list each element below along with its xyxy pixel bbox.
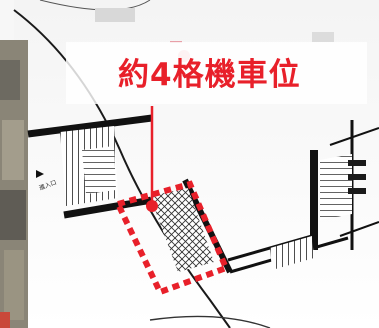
location-dot-icon [146,200,158,212]
parking-callout-label: 約4格機車位 [118,57,301,93]
stairs-hatch-icon [60,126,118,206]
parking-highlight-outline [113,180,231,296]
callout-background [66,42,367,104]
motorcycle-parking-area [150,188,214,272]
entrance-arrow-icon [36,170,44,178]
left-photo-strip [0,40,28,328]
stairs-right [320,154,366,220]
